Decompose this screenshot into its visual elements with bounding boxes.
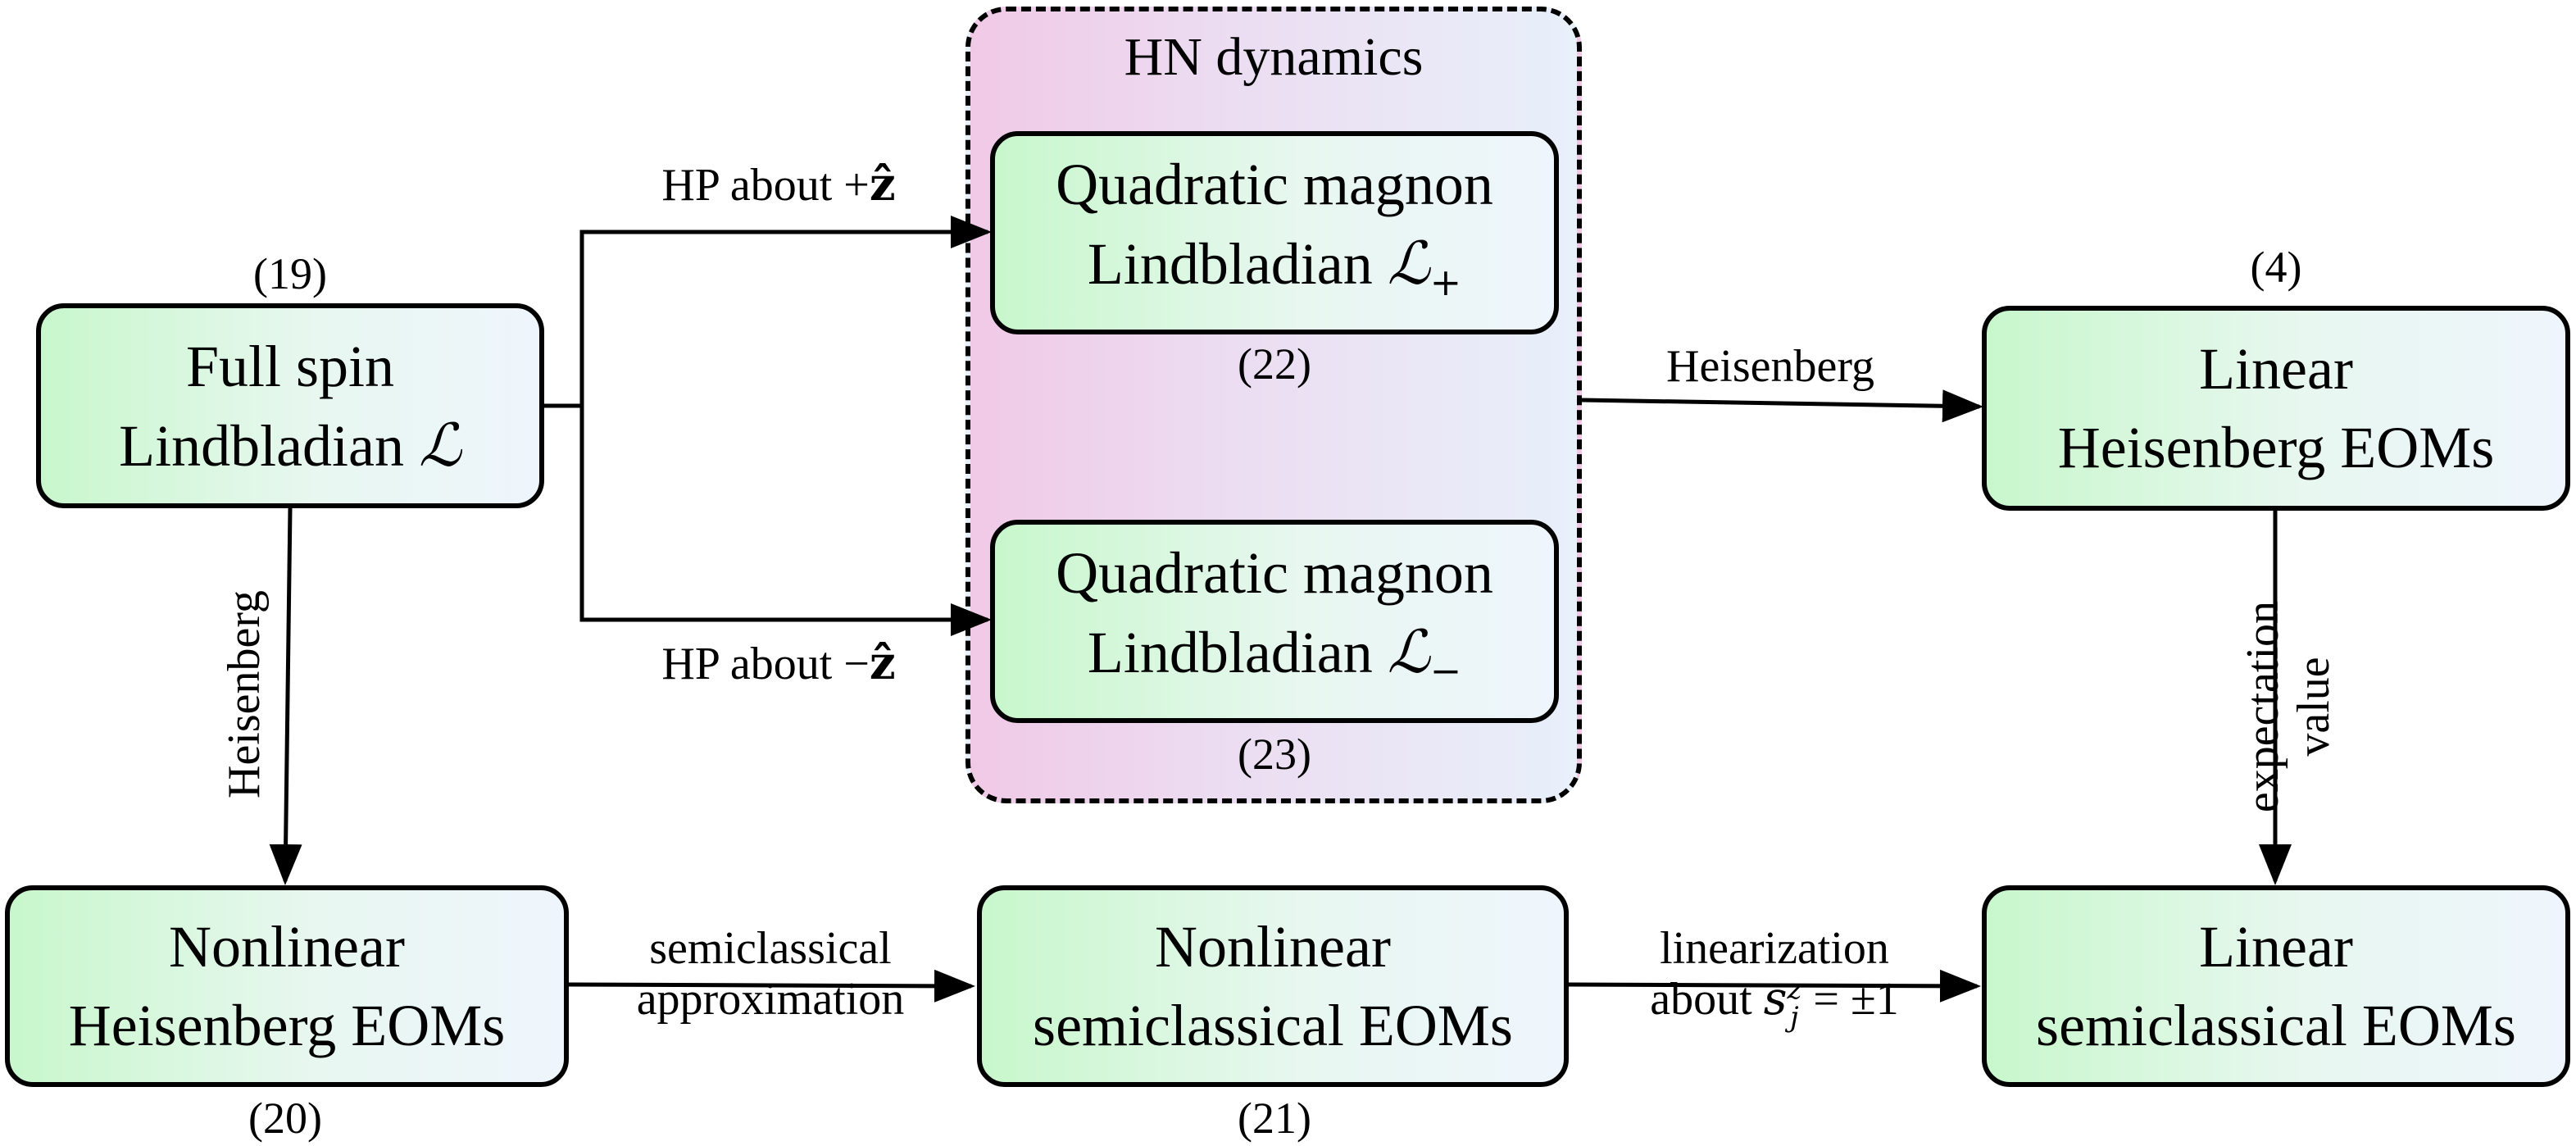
node-full-spin-line1: Full spin <box>185 333 395 399</box>
node-linear-semiclassical-line1: Linear <box>2199 914 2353 980</box>
label-expectation-value: expectation value <box>2238 600 2339 813</box>
eq-number-20: (20) <box>248 1094 322 1143</box>
node-magnon-minus: Quadratic magnon Lindbladian ℒ− <box>990 520 1559 723</box>
node-magnon-plus: Quadratic magnon Lindbladian ℒ+ <box>990 131 1559 334</box>
node-nonlinear-heisenberg-line1: Nonlinear <box>169 914 405 980</box>
eq-number-22: (22) <box>1238 339 1311 389</box>
node-linear-heisenberg-line1: Linear <box>2199 336 2353 402</box>
edge-heisenberg-down <box>269 507 302 885</box>
node-nonlinear-semiclassical-line2: semiclassical EOMs <box>1033 993 1513 1058</box>
edge-linearization <box>1566 969 1981 1003</box>
node-nonlinear-heisenberg-line2: Heisenberg EOMs <box>68 993 506 1058</box>
node-linear-semiclassical: Linear semiclassical EOMs <box>1982 885 2570 1087</box>
node-nonlinear-semiclassical-line1: Nonlinear <box>1155 914 1391 980</box>
node-linear-heisenberg: Linear Heisenberg EOMs <box>1982 306 2570 511</box>
eq-number-23: (23) <box>1238 730 1311 779</box>
node-linear-heisenberg-line2: Heisenberg EOMs <box>2057 415 2495 480</box>
node-nonlinear-semiclassical: Nonlinear semiclassical EOMs <box>977 885 1569 1087</box>
label-hp-plus: HP about +ẑ <box>661 157 896 211</box>
node-magnon-minus-line2: Lindbladian ℒ− <box>1087 616 1462 693</box>
edge-heisenberg-right <box>1581 389 1983 423</box>
edge-hp-minus <box>579 406 992 636</box>
node-nonlinear-heisenberg: Nonlinear Heisenberg EOMs <box>5 885 569 1087</box>
edge-hp-plus <box>579 216 992 406</box>
eq-number-21: (21) <box>1238 1094 1311 1143</box>
label-heisenberg-down: Heisenberg <box>219 590 270 798</box>
node-full-spin: Full spin Lindbladian ℒ <box>36 303 544 508</box>
node-magnon-plus-line2: Lindbladian ℒ+ <box>1087 228 1462 304</box>
eq-number-4: (4) <box>2250 243 2302 292</box>
node-magnon-minus-line1: Quadratic magnon <box>1056 539 1493 606</box>
label-hp-minus: HP about −ẑ <box>661 636 896 690</box>
label-semiclassical: semiclassical approximation <box>636 923 905 1025</box>
eq-number-19: (19) <box>253 249 327 298</box>
node-linear-semiclassical-line2: semiclassical EOMs <box>2036 993 2516 1058</box>
node-full-spin-line2: Lindbladian ℒ <box>119 410 461 480</box>
node-magnon-plus-line1: Quadratic magnon <box>1056 151 1493 217</box>
edge-semiclassical <box>567 969 975 1003</box>
hn-dynamics-title: HN dynamics <box>1124 27 1424 87</box>
label-heisenberg-right: Heisenberg <box>1666 341 1874 392</box>
